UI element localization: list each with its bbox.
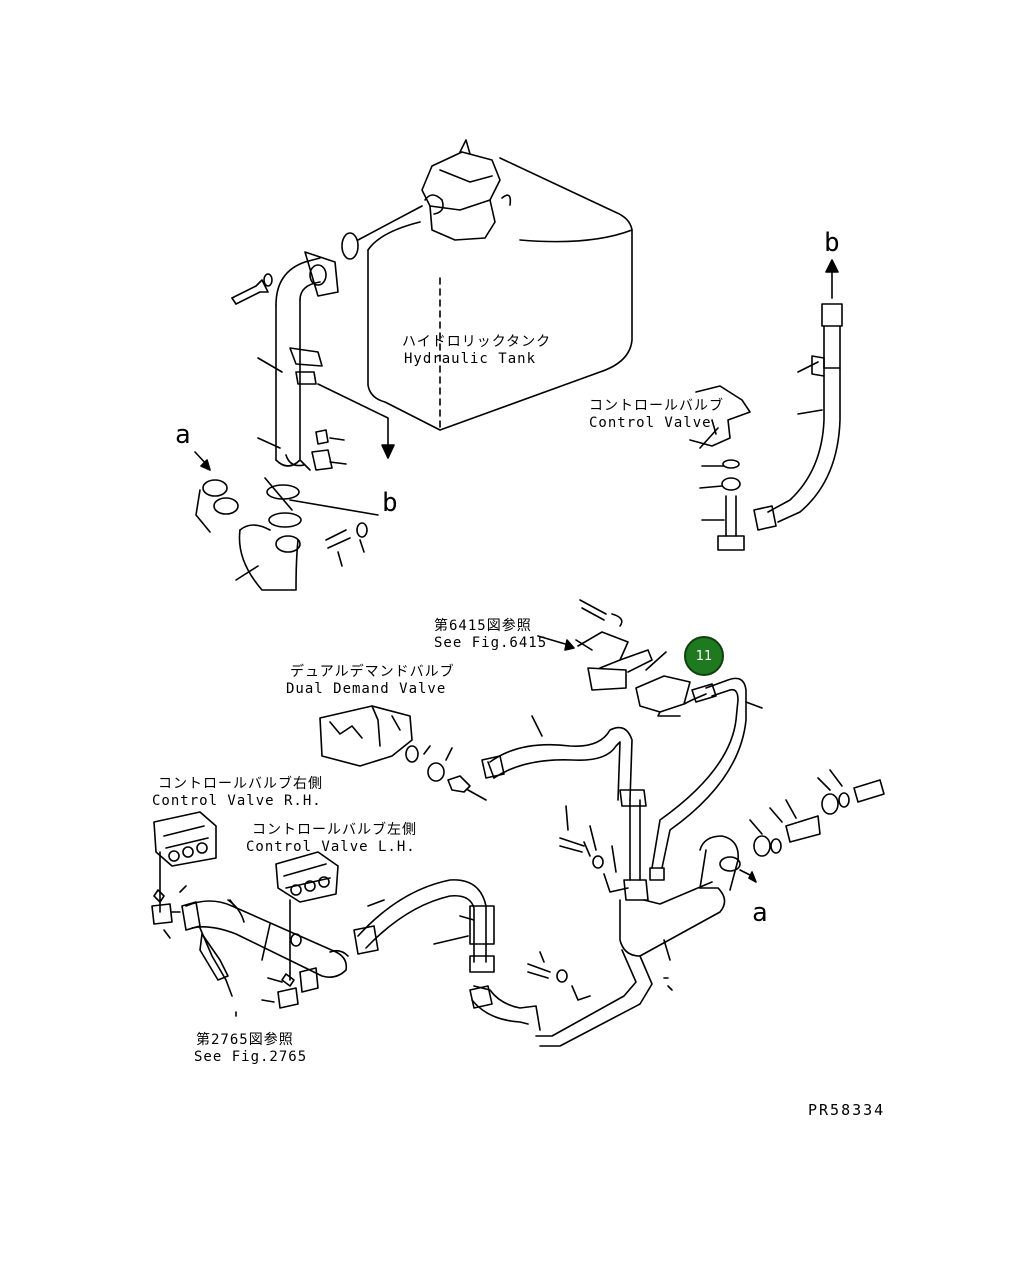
hydraulic-tank-label-en: Hydraulic Tank [404, 351, 537, 367]
clamp-set-a [749, 769, 885, 857]
dual-demand-valve-label-en: Dual Demand Valve [286, 681, 447, 697]
part-callout-11[interactable]: 11 [684, 636, 724, 676]
reference-b-upper: b [824, 228, 840, 258]
control-valve-lh-label-en: Control Valve L.H. [246, 839, 416, 855]
branch-pipe [181, 899, 349, 1017]
see-fig-6415-label-en: See Fig.6415 [434, 635, 548, 651]
control-valve-label-en: Control Valve [589, 415, 712, 431]
reference-a-upper: a [175, 420, 191, 450]
suction-pipe-assembly [194, 251, 395, 591]
drawing-number: PR58334 [808, 1101, 886, 1119]
see-fig-2765-label-jp: 第2765図参照 [196, 1032, 294, 1048]
control-valve-lh-label-jp: コントロールバルブ左側 [252, 822, 417, 838]
see-fig-2765-label-en: See Fig.2765 [194, 1049, 308, 1065]
dual-demand-valve [319, 705, 487, 801]
hose-to-tank-b [753, 259, 843, 531]
control-valve-label-jp: コントロールバルブ [589, 398, 724, 414]
dual-demand-valve-label-jp: デュアルデマンドバルブ [290, 664, 455, 680]
control-valve-rh [151, 811, 217, 939]
control-valve-upper [689, 385, 751, 551]
fig-6415-part [537, 599, 717, 717]
central-pipe-tee [535, 799, 757, 1047]
reference-a-lower: a [752, 898, 768, 928]
see-fig-6415-label-jp: 第6415図参照 [434, 618, 532, 634]
reference-b-lower: b [382, 488, 398, 518]
lower-hose [353, 879, 541, 1031]
control-valve-rh-label-en: Control Valve R.H. [152, 793, 322, 809]
return-hose-11 [649, 677, 763, 881]
control-valve-rh-label-jp: コントロールバルブ右側 [158, 776, 323, 792]
central-hose [481, 715, 647, 807]
mounting-hardware [527, 805, 629, 1001]
hydraulic-tank [341, 139, 633, 431]
hydraulic-tank-label-jp: ハイドロリックタンク [402, 334, 552, 350]
control-valve-lh [261, 851, 339, 1009]
